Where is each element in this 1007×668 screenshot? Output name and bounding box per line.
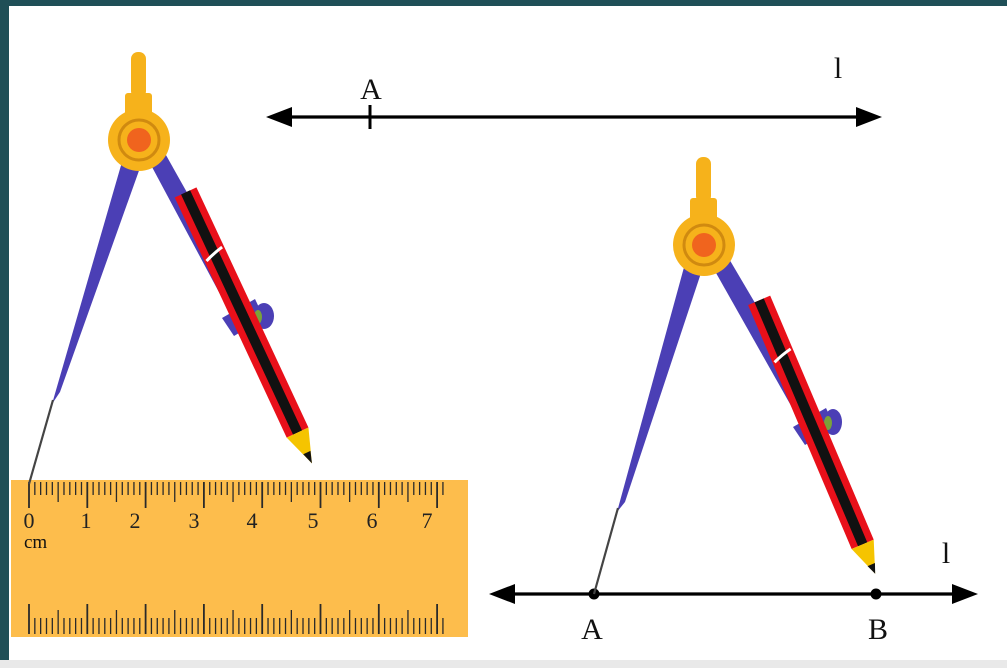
left-compass-hinge-ring	[117, 118, 161, 162]
left-compass-needle	[27, 399, 55, 485]
ruler-number-1: 1	[81, 508, 92, 533]
ruler-icon: 0 1 2 3 4 5 6 7 cm	[11, 480, 468, 637]
top-line-label: l	[834, 52, 842, 85]
left-compass-hinge-inner	[127, 128, 151, 152]
bottom-point-b-dot	[870, 588, 882, 600]
top-point-a-label: A	[360, 73, 382, 106]
bottom-point-b-label: B	[868, 613, 888, 646]
pencil-icon-left	[174, 187, 312, 464]
right-compass-hinge-inner	[692, 233, 716, 257]
right-compass-hinge-ring	[682, 223, 726, 267]
ruler-number-7: 7	[422, 508, 433, 533]
right-compass-needle	[592, 507, 620, 595]
ruler-number-0: 0	[24, 508, 35, 533]
right-compass-needle-leg	[617, 260, 702, 512]
compass-icon-right	[592, 157, 876, 595]
panel-bottom-strip	[0, 660, 1007, 668]
bottom-line-arrow-left-icon	[489, 584, 515, 604]
top-line-arrow-left-icon	[266, 107, 292, 127]
ruler-top-ticks	[28, 482, 444, 508]
ruler-number-3: 3	[189, 508, 200, 533]
bottom-line-group: A B l	[489, 537, 978, 646]
ruler-number-2: 2	[130, 508, 141, 533]
ruler-number-5: 5	[308, 508, 319, 533]
pencil-icon-right	[748, 295, 876, 574]
compass-icon-left	[27, 52, 312, 485]
ruler-unit-label: cm	[24, 532, 47, 553]
ruler-bottom-ticks	[28, 604, 444, 634]
bottom-point-a-label: A	[581, 613, 603, 646]
ruler-number-6: 6	[367, 508, 378, 533]
top-line-arrow-right-icon	[856, 107, 882, 127]
ruler-number-4: 4	[247, 508, 258, 533]
left-compass-handle	[131, 52, 146, 98]
ruler-body	[11, 480, 468, 637]
bottom-line-arrow-right-icon	[952, 584, 978, 604]
top-line-group: A l	[266, 52, 882, 129]
left-compass-needle-leg	[52, 155, 141, 404]
bottom-line-label: l	[942, 537, 950, 570]
right-compass-clamp-screw-inner	[824, 416, 832, 430]
ruler-numbers: 0 1 2 3 4 5 6 7	[24, 508, 433, 533]
right-compass-handle	[696, 157, 711, 203]
